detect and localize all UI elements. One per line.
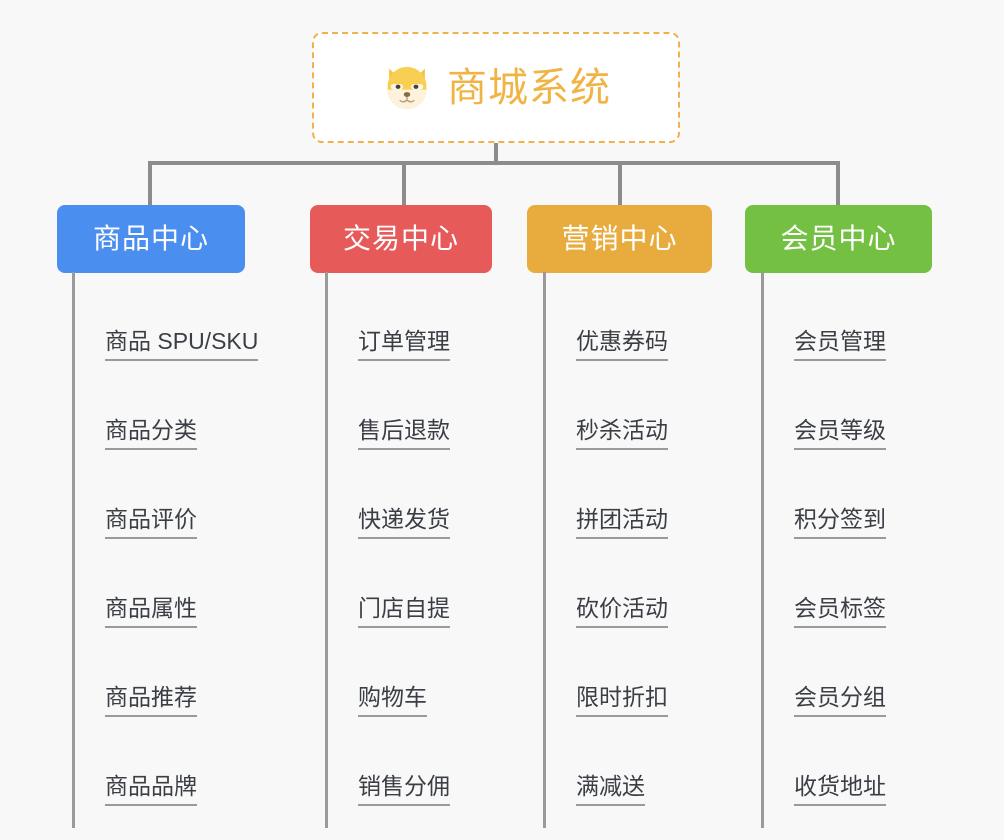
leaf-item[interactable]: 满减送 [546, 717, 668, 806]
connector-horizontal-bus [150, 161, 840, 165]
leaf-item[interactable]: 优惠券码 [546, 272, 668, 361]
root-node-mall-system[interactable]: 商城系统 [312, 32, 680, 143]
connector-drop-1 [148, 161, 152, 205]
branch-spine-1 [325, 272, 328, 828]
leaf-label: 砍价活动 [576, 595, 668, 628]
leaf-label: 优惠券码 [576, 328, 668, 361]
leaf-item[interactable]: 门店自提 [328, 539, 450, 628]
category-label-2: 营销中心 [561, 223, 678, 254]
branch-leaf-list-3: 会员管理 会员等级 积分签到 会员标签 会员分组 收货地址 [764, 272, 886, 806]
leaf-label: 销售分佣 [358, 773, 450, 806]
leaf-label: 门店自提 [358, 595, 450, 628]
leaf-item[interactable]: 会员等级 [764, 361, 886, 450]
leaf-item[interactable]: 商品推荐 [75, 628, 258, 717]
leaf-label: 积分签到 [794, 506, 886, 539]
leaf-item[interactable]: 收货地址 [764, 717, 886, 806]
leaf-label: 拼团活动 [576, 506, 668, 539]
branch-spine-3 [761, 272, 764, 828]
leaf-label: 购物车 [358, 684, 427, 717]
leaf-label: 商品品牌 [105, 773, 197, 806]
leaf-label: 会员分组 [794, 684, 886, 717]
leaf-label: 限时折扣 [576, 684, 668, 717]
leaf-item[interactable]: 销售分佣 [328, 717, 450, 806]
leaf-label: 商品评价 [105, 506, 197, 539]
branch-leaf-list-2: 优惠券码 秒杀活动 拼团活动 砍价活动 限时折扣 满减送 [546, 272, 668, 806]
connector-root-stem [494, 143, 498, 165]
leaf-item[interactable]: 快递发货 [328, 450, 450, 539]
leaf-label: 会员标签 [794, 595, 886, 628]
branch-spine-2 [543, 272, 546, 828]
leaf-label: 商品 SPU/SKU [105, 328, 259, 361]
leaf-label: 满减送 [576, 773, 645, 806]
leaf-item[interactable]: 商品属性 [75, 539, 258, 628]
leaf-item[interactable]: 售后退款 [328, 361, 450, 450]
leaf-label: 商品推荐 [105, 684, 197, 717]
leaf-item[interactable]: 限时折扣 [546, 628, 668, 717]
leaf-item[interactable]: 订单管理 [328, 272, 450, 361]
category-box-3[interactable]: 会员中心 [745, 205, 932, 273]
leaf-label: 会员管理 [794, 328, 886, 361]
leaf-item[interactable]: 商品品牌 [75, 717, 258, 806]
root-node-title: 商城系统 [447, 65, 611, 110]
leaf-item[interactable]: 商品 SPU/SKU [75, 272, 259, 361]
leaf-item[interactable]: 砍价活动 [546, 539, 668, 628]
category-box-1[interactable]: 交易中心 [310, 205, 492, 273]
leaf-label: 会员等级 [794, 417, 886, 450]
leaf-label: 秒杀活动 [576, 417, 668, 450]
leaf-item[interactable]: 购物车 [328, 628, 450, 717]
category-label-0: 商品中心 [92, 223, 209, 254]
leaf-item[interactable]: 商品评价 [75, 450, 258, 539]
shiba-dog-icon [387, 66, 427, 109]
connector-drop-2 [402, 161, 406, 205]
category-label-1: 交易中心 [342, 223, 459, 254]
leaf-label: 商品属性 [105, 595, 197, 628]
leaf-item[interactable]: 会员管理 [764, 272, 886, 361]
leaf-item[interactable]: 商品分类 [75, 361, 258, 450]
connector-drop-4 [836, 161, 840, 205]
leaf-label: 商品分类 [105, 417, 197, 450]
category-box-0[interactable]: 商品中心 [57, 205, 245, 273]
branch-spine-0 [72, 272, 75, 828]
leaf-item[interactable]: 拼团活动 [546, 450, 668, 539]
category-label-3: 会员中心 [780, 223, 897, 254]
branch-leaf-list-1: 订单管理 售后退款 快递发货 门店自提 购物车 销售分佣 [328, 272, 450, 806]
leaf-item[interactable]: 秒杀活动 [546, 361, 668, 450]
leaf-label: 快递发货 [358, 506, 450, 539]
leaf-item[interactable]: 积分签到 [764, 450, 886, 539]
leaf-label: 订单管理 [358, 328, 450, 361]
leaf-item[interactable]: 会员分组 [764, 628, 886, 717]
connector-drop-3 [618, 161, 622, 205]
leaf-label: 售后退款 [358, 417, 450, 450]
category-box-2[interactable]: 营销中心 [527, 205, 712, 273]
leaf-label: 收货地址 [794, 773, 886, 806]
branch-leaf-list-0: 商品 SPU/SKU 商品分类 商品评价 商品属性 商品推荐 商品品牌 [75, 272, 259, 806]
leaf-item[interactable]: 会员标签 [764, 539, 886, 628]
